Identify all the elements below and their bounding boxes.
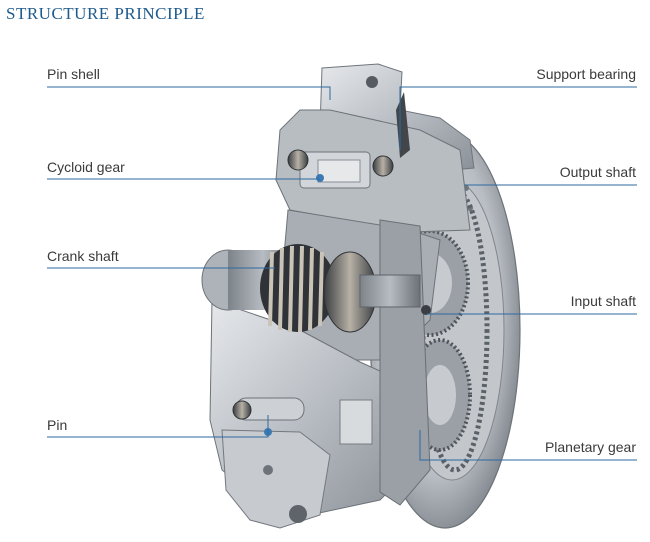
cutaway-housing bbox=[209, 63, 475, 529]
label-cycloid-gear: Cycloid gear bbox=[47, 159, 125, 175]
crank-shaft-shapes bbox=[201, 244, 431, 333]
leader-support-bearing bbox=[399, 86, 637, 150]
leader-pin-shell bbox=[47, 86, 331, 100]
label-support-bearing: Support bearing bbox=[536, 66, 636, 82]
label-pin-shell: Pin shell bbox=[47, 66, 100, 82]
leader-pin bbox=[47, 415, 269, 438]
leader-planetary-gear bbox=[419, 430, 637, 461]
label-pin: Pin bbox=[47, 417, 68, 433]
label-planetary-gear: Planetary gear bbox=[544, 439, 636, 455]
leader-lines bbox=[47, 86, 637, 461]
label-crank-shaft: Crank shaft bbox=[47, 248, 119, 264]
pin-shapes bbox=[232, 397, 373, 445]
page-title: STRUCTURE PRINCIPLE bbox=[6, 4, 205, 23]
label-input-shaft: Input shaft bbox=[570, 293, 636, 309]
label-output-shaft: Output shaft bbox=[559, 164, 636, 180]
